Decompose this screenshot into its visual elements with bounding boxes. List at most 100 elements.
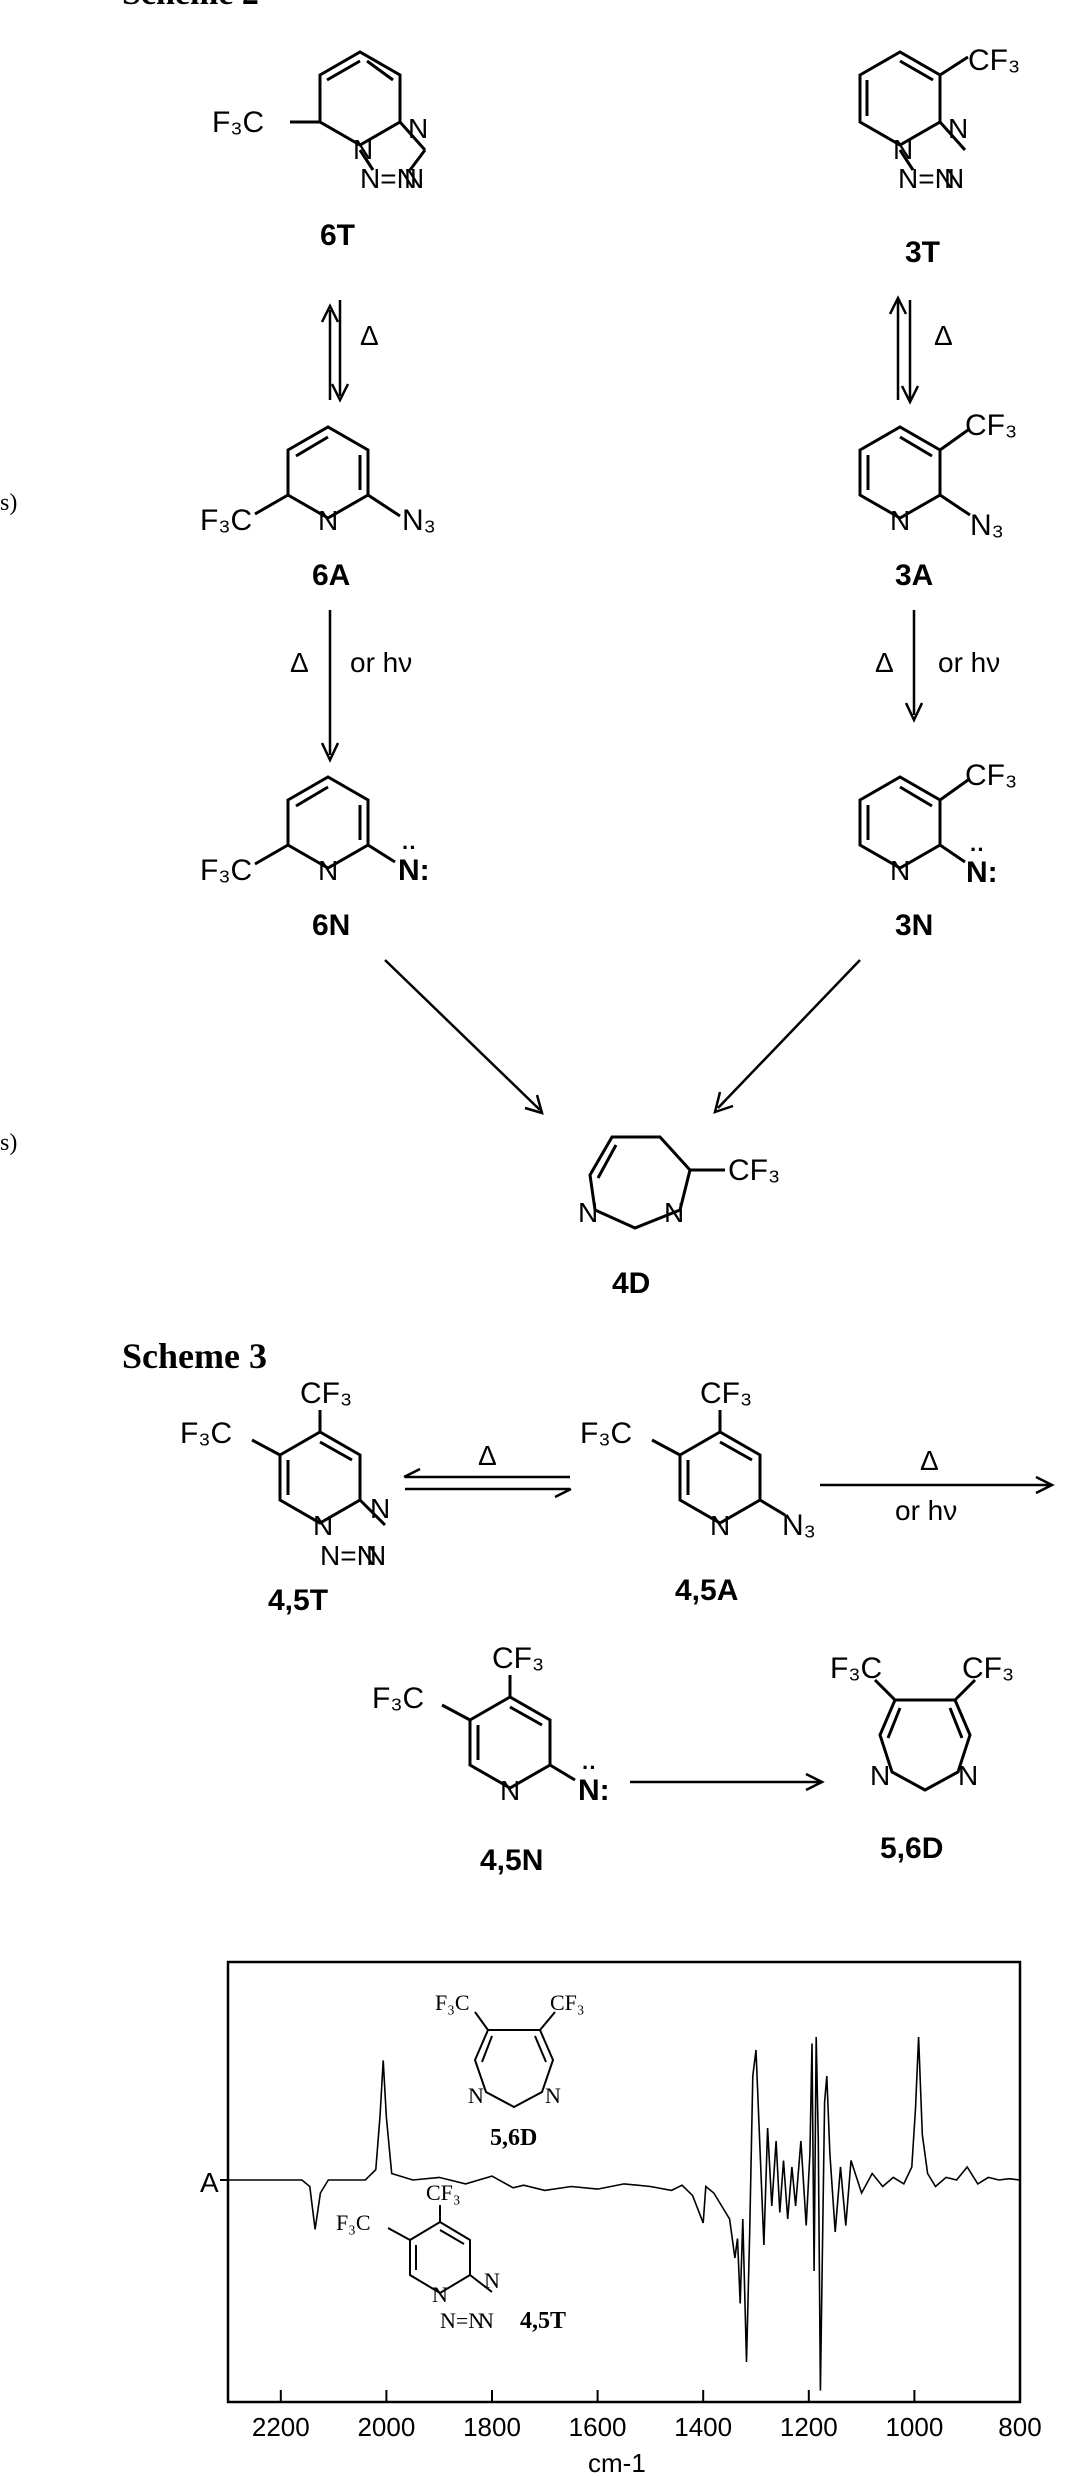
compound-3N: [858, 775, 969, 870]
inset-45T-N4: N=N: [440, 2308, 484, 2333]
c45N-sub-top: CF₃: [492, 1642, 544, 1675]
compound-45T: [251, 1410, 387, 1527]
c3T-N4: N=N: [898, 163, 955, 194]
c3N-nitrene: N:: [966, 856, 998, 889]
c6N-label: 6N: [312, 909, 350, 942]
compound-6A: [254, 425, 401, 520]
arrow-3A-3N: [904, 610, 924, 723]
x-tick-label: 1200: [780, 2412, 838, 2442]
c6T-substituent: F₃C: [212, 106, 264, 139]
inset-45T-sub-top: CF₃: [426, 2180, 461, 2205]
inset-56D-N1: N: [468, 2083, 484, 2108]
eq-6-heat: Δ: [360, 320, 379, 351]
inset-56D-sub-left: F₃C: [435, 1990, 470, 2015]
x-tick-label: 1400: [674, 2412, 732, 2442]
c45A-label: 4,5A: [675, 1574, 738, 1607]
c3A-sub-right: N₃: [970, 509, 1004, 542]
c6A-sub-left: F₃C: [200, 504, 252, 537]
arrow-45A-heat: Δ: [920, 1445, 939, 1476]
x-tick-label: 1000: [885, 2412, 943, 2442]
c45T-label: 4,5T: [268, 1584, 328, 1617]
c45T-N4: N=N: [320, 1540, 377, 1571]
arrow-6A-6N: [320, 610, 340, 763]
inset-56D-label: 5,6D: [490, 2125, 537, 2151]
arrow-3N-4D: [713, 959, 861, 1114]
eq-3-heat: Δ: [934, 320, 953, 351]
c6A-N: N: [318, 505, 338, 536]
eq-arrows-6: [320, 300, 350, 403]
c3T-N3: N: [944, 163, 964, 194]
c6T-N3: N: [404, 163, 424, 194]
x-tick-label: 2200: [252, 2412, 310, 2442]
c6A-sub-right: N₃: [402, 504, 436, 537]
inset-45T-N1: N: [432, 2282, 448, 2307]
x-tick-label: 2000: [357, 2412, 415, 2442]
c3N-dots: ··: [970, 837, 985, 862]
c3A-label: 3A: [895, 559, 933, 592]
c3A-sub-top: CF₃: [965, 409, 1017, 442]
c6T-label: 6T: [320, 219, 355, 252]
c6N-dots: ··: [402, 835, 417, 860]
c6N-N: N: [318, 855, 338, 886]
compound-56D: [873, 1678, 977, 1792]
x-tick-label: 800: [998, 2412, 1041, 2442]
compound-6T: [290, 50, 427, 171]
scheme2-title: Scheme 2: [122, 0, 259, 12]
c3A-N: N: [890, 505, 910, 536]
c45N-N: N: [500, 1775, 520, 1806]
margin-text-1: s): [0, 490, 17, 516]
c56D-N1: N: [870, 1760, 890, 1791]
c6A-label: 6A: [312, 559, 350, 592]
arrow-3-hv: or hν: [938, 647, 1000, 678]
inset-56D-N2: N: [545, 2083, 561, 2108]
c4D-sub: CF₃: [728, 1154, 780, 1187]
c45N-dots: ··: [582, 1755, 597, 1780]
c6T-N2: N: [408, 113, 428, 144]
c45T-N1: N: [313, 1510, 333, 1541]
c45A-sub-top: CF₃: [700, 1377, 752, 1410]
y-axis-label: A: [200, 2167, 219, 2198]
inset-56D: [473, 2011, 556, 2109]
inset-45T-N3: N: [478, 2308, 494, 2333]
c45T-sub-top: CF₃: [300, 1377, 352, 1410]
inset-45T-sub-left: F₃C: [336, 2210, 371, 2235]
c45T-N2: N: [370, 1493, 390, 1524]
scheme3-title: Scheme 3: [122, 1336, 267, 1376]
eq-arrows-3: [888, 295, 920, 405]
inset-45T-label: 4,5T: [520, 2308, 566, 2334]
spectrum-series-line: [228, 2036, 1021, 2391]
c45A-sub-left: F₃C: [580, 1417, 632, 1450]
arrow-3-heat: Δ: [875, 647, 894, 678]
c45A-sub-right: N₃: [782, 1509, 816, 1542]
c3N-label: 3N: [895, 909, 933, 942]
arrow-45A-out: [820, 1475, 1055, 1495]
inset-56D-sub-right: CF₃: [550, 1990, 585, 2015]
c4D-N1: N: [578, 1197, 598, 1228]
inset-45T-N2: N: [484, 2268, 500, 2293]
compound-3A: [858, 425, 971, 520]
eq-45-heat: Δ: [478, 1440, 497, 1471]
c45N-nitrene: N:: [578, 1774, 610, 1807]
arrow-45N-56D: [630, 1772, 825, 1792]
c45T-N3: N: [366, 1540, 386, 1571]
compound-4D: [588, 1135, 725, 1230]
c56D-label: 5,6D: [880, 1832, 943, 1865]
c3T-substituent: CF₃: [968, 44, 1020, 77]
x-axis-label: cm-1: [588, 2448, 646, 2476]
compound-6N: [254, 775, 396, 870]
c6N-nitrene: N:: [398, 854, 430, 887]
eq-arrows-45: [403, 1467, 572, 1499]
x-tick-label: 1800: [463, 2412, 521, 2442]
c56D-sub-left: F₃C: [830, 1652, 882, 1685]
c3T-N2: N: [948, 113, 968, 144]
c56D-sub-right: CF₃: [962, 1652, 1014, 1685]
c3T-N1: N: [893, 134, 913, 165]
c6T-N4: N=N: [360, 163, 417, 194]
arrow-6-heat: Δ: [290, 647, 309, 678]
c4D-label: 4D: [612, 1267, 650, 1300]
c45A-N: N: [710, 1510, 730, 1541]
c45N-sub-left: F₃C: [372, 1682, 424, 1715]
